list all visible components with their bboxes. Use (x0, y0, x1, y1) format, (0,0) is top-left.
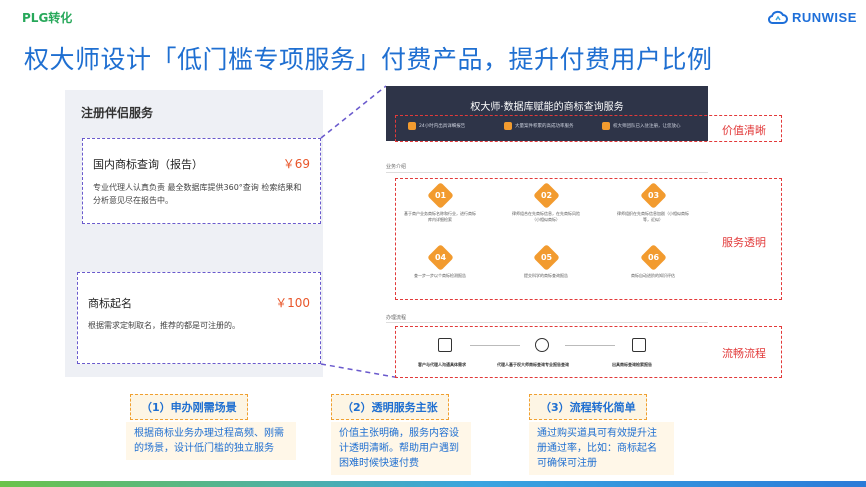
banner-feature: 大量案件积累的高成功率服务 (504, 122, 574, 130)
label-value: 价值清晰 (722, 124, 766, 137)
cloud-logo-icon (768, 10, 788, 24)
divider (386, 172, 708, 173)
note-3: （3）流程转化简单 (529, 394, 647, 420)
feature-icon (408, 122, 416, 130)
highlight-flow: 流畅流程 (395, 326, 782, 378)
highlight-service: 服务透明 (395, 178, 782, 300)
step-card: 06 商标自动进阶的知识评估 (617, 244, 689, 279)
step-text: 提交科学的商标查询报告 (524, 273, 568, 278)
note-1: （1）申办刚需场景 (130, 394, 248, 420)
highlight-value: 价值清晰 (395, 115, 782, 142)
step-text: 基于商户业务商标名称和行业，进行商标库内详细检索 (404, 211, 476, 222)
service-name: 国内商标查询（报告） (93, 158, 203, 171)
step-card: 01 基于商户业务商标名称和行业，进行商标库内详细检索 (404, 182, 476, 223)
service-card-trademark-search[interactable]: 国内商标查询（报告） ￥69 专业代理人认真负责 最全数据库提供360°查询 检… (82, 138, 321, 224)
flow-arrow (470, 345, 520, 346)
step-card: 04 查一步一步以个商标检测报告 (404, 244, 476, 279)
panel-heading: 注册伴侣服务 (81, 106, 154, 120)
step-card: 02 律师组合在先商标信息，在先商标风险（小相似商标） (510, 182, 582, 223)
service-name: 商标起名 (88, 297, 132, 310)
step-text: 查一步一步以个商标检测报告 (414, 273, 466, 278)
flow-text: 客户与代理人沟通具体需求 (418, 362, 466, 367)
runwise-logo: RUNWISE (768, 9, 857, 25)
chat-icon (438, 338, 452, 352)
step-text: 律师组织在先商标信息加剧（小相似商标等，近似） (617, 211, 689, 222)
page-title: 权大师设计「低门槛专项服务」付费产品，提升付费用户比例 (24, 45, 713, 74)
feature-icon (504, 122, 512, 130)
product-banner: 权大师·数据库赋能的商标查询服务 24小时内出具详细报告 大量案件积累的高成功率… (386, 86, 708, 141)
step-text: 商标自动进阶的知识评估 (631, 273, 675, 278)
section-label-process: 办理流程 (386, 315, 407, 321)
note-title: （3）流程转化简单 (529, 394, 647, 420)
brand-name: RUNWISE (792, 9, 857, 25)
note-body: 价值主张明确，服务内容设计透明清晰。帮助用户遇到困难时候快速付费 (331, 422, 471, 475)
banner-feature: 权大师团队已入驻注册，让您放心 (602, 122, 681, 130)
banner-feature: 24小时内出具详细报告 (408, 122, 465, 130)
service-price: ￥69 (282, 157, 310, 171)
divider (386, 322, 708, 323)
note-2: （2）透明服务主张 (331, 394, 449, 420)
service-desc: 专业代理人认真负责 最全数据库提供360°查询 检索结果和分析意见尽在报告中。 (93, 183, 302, 205)
service-card-trademark-naming[interactable]: 商标起名 ￥100 根据需求定制取名，推荐的都是可注册的。 (77, 272, 321, 364)
flow-arrow (565, 345, 615, 346)
section-label-business: 业务介绍 (386, 164, 407, 170)
step-card: 03 律师组织在先商标信息加剧（小相似商标等，近似） (617, 182, 689, 223)
note-title: （1）申办刚需场景 (130, 394, 248, 420)
service-desc: 根据需求定制取名，推荐的都是可注册的。 (88, 321, 240, 330)
service-price: ￥100 (275, 296, 310, 310)
note-body: 通过购买道具可有效提升注册通过率，比如：商标起名可确保可注册 (529, 422, 674, 475)
flow-text: 代理人基于权大师商标查询专业报告查询 (497, 362, 569, 367)
feature-icon (602, 122, 610, 130)
note-title: （2）透明服务主张 (331, 394, 449, 420)
step-text: 律师组合在先商标信息，在先商标风险（小相似商标） (512, 211, 580, 222)
footer-bar (0, 481, 866, 487)
label-flow: 流畅流程 (722, 347, 766, 360)
agent-icon (535, 338, 549, 352)
step-card: 05 提交科学的商标查询报告 (510, 244, 582, 279)
flow-text: 出具商标查询检索报告 (612, 362, 652, 367)
label-service: 服务透明 (722, 236, 766, 249)
report-icon (632, 338, 646, 352)
banner-title: 权大师·数据库赋能的商标查询服务 (470, 102, 624, 113)
plg-tag: PLG转化 (22, 11, 73, 25)
note-body: 根据商标业务办理过程高频、刚需的场景，设计低门槛的独立服务 (126, 422, 296, 460)
